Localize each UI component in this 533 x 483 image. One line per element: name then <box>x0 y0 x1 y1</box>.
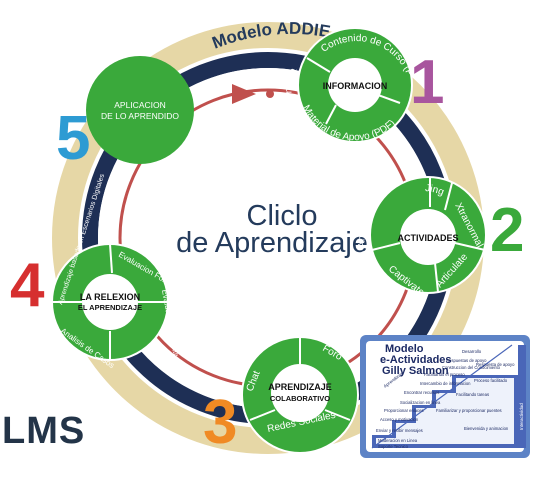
inset-right-note-4: Familiarizar y proporcionar puentes <box>436 408 502 413</box>
inset-step-2: Construccion del Conocimiento <box>442 365 501 370</box>
inset-title3: Gilly Salmon <box>382 365 449 377</box>
inset-side-interactividad: Interactividad <box>519 403 524 430</box>
inset-left-note-4: Proporcionar enlaces <box>384 408 424 413</box>
step-number-4: 4 <box>10 251 45 320</box>
node-aprendizaje-label1: APRENDIZAJE <box>268 382 332 392</box>
step-number-5: 5 <box>56 104 91 173</box>
inset-left-note-3: Encontrar recursos <box>404 390 439 395</box>
inset-step-1: Desarrollo <box>462 349 482 354</box>
center-title-line1: Cliclo <box>247 200 318 232</box>
cycle-arc-dot <box>266 90 274 98</box>
node-aplicacion-label2: DE LO APRENDIDO <box>101 111 179 121</box>
node-actividades[interactable]: ACTIVIDADES Go Animate Jing Xtranormal A… <box>356 176 487 299</box>
segment-multimedia: Multimedia <box>284 66 301 120</box>
node-aplicacion[interactable]: APLICACION DE LO APRENDIDO <box>86 56 194 164</box>
inset-step-5: Acceso y motivacion <box>380 417 419 422</box>
step-number-3: 3 <box>203 388 238 457</box>
inset-step-4: Socializacion en linea <box>400 400 441 405</box>
inset-right-note-1: Respuesta de apoyo <box>476 362 515 367</box>
node-relexion-label2: EL APRENDIZAJE <box>78 303 142 312</box>
inset-step-3: Intercambio de informacion <box>420 381 471 386</box>
inset-title1: Modelo <box>385 343 424 355</box>
segment-jing: Jing <box>424 183 445 198</box>
inset-bottom-note-2: Soporte Tecnico <box>378 444 409 449</box>
cycle-arrow-icon <box>232 84 256 104</box>
node-aplicacion-label1: APLICACION <box>114 100 166 110</box>
inset-right-note-2: Proceso facilitado <box>474 378 508 383</box>
inset-gilly-salmon: Modelo e-Actividades Gilly Salmon Desarr… <box>360 335 530 458</box>
inset-left-note-5: Enviar y recibir mensajes <box>376 428 423 433</box>
inner-disc <box>98 68 438 408</box>
step-number-1: 1 <box>410 48 445 117</box>
node-aprendizaje-label2: COLABORATIVO <box>270 394 330 403</box>
inset-bottom-note-1: Moderacion en Linea <box>378 438 418 443</box>
lms-label: LMS <box>2 410 86 452</box>
node-aprendizaje-colaborativo[interactable]: APRENDIZAJE COLABORATIVO Chat Foro Redes… <box>241 336 359 454</box>
node-actividades-label: ACTIVIDADES <box>397 233 458 243</box>
inset-left-note-1: Respuestas de apoyo <box>446 358 487 363</box>
node-relexion-label1: LA RELEXION <box>80 292 140 302</box>
inset-right-note-3: Facilitando tareas <box>456 392 489 397</box>
step-number-2: 2 <box>490 196 525 265</box>
inset-right-note-5: Bienvenida y animacion <box>464 426 509 431</box>
inset-title2: e-Actividades <box>380 354 452 366</box>
node-informacion-label: INFORMACION <box>323 81 388 91</box>
inset-left-note-2: Facilitando el proceso <box>424 372 465 377</box>
center-title-line2: de Aprendizaje <box>176 227 368 259</box>
